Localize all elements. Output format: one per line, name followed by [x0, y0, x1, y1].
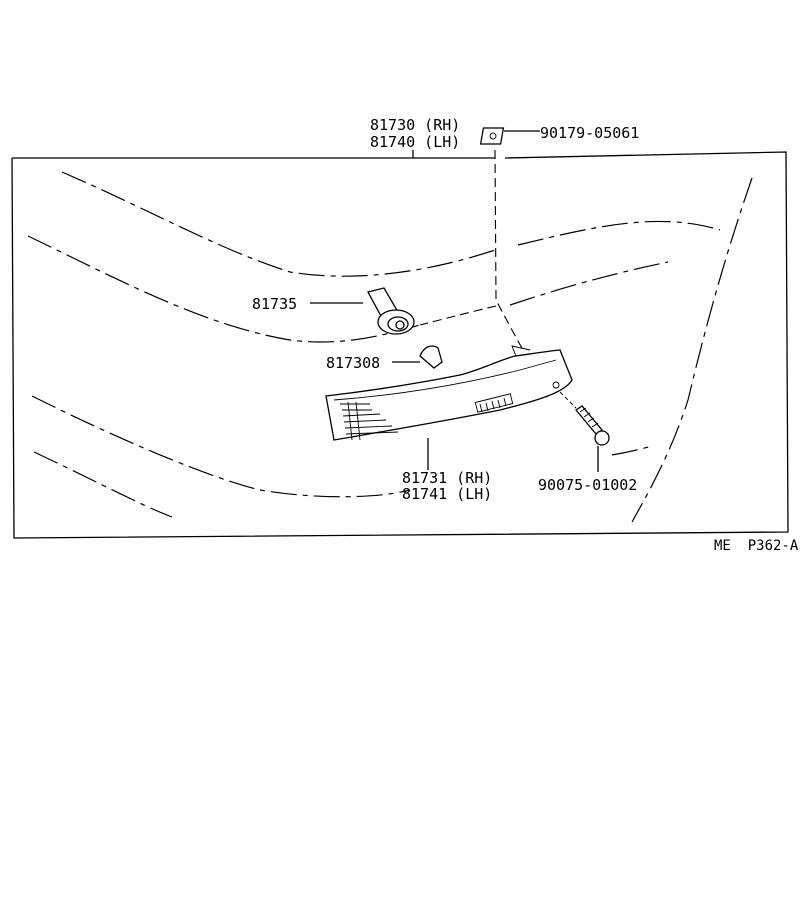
- label-81741-lh: 81741 (LH): [402, 485, 492, 503]
- bulb-socket-icon: [310, 287, 415, 335]
- wedge-bulb-icon: [392, 345, 443, 369]
- tapping-screw-icon: [559, 391, 610, 472]
- reference-code: ME P362-A: [714, 538, 799, 554]
- label-81740-lh: 81740 (LH): [370, 133, 460, 151]
- label-81730-rh: 81730 (RH): [370, 116, 460, 134]
- vehicle-body-outline: [27, 171, 753, 523]
- label-81731-rh: 81731 (RH): [402, 469, 492, 487]
- label-90075-01002: 90075-01002: [538, 476, 637, 494]
- label-81735: 81735: [252, 295, 297, 313]
- label-817308: 817308: [326, 354, 380, 372]
- clip-nut-icon: [479, 127, 540, 145]
- diagram-frame-right: [11, 151, 789, 539]
- assembly-guide-lines: [419, 149, 525, 353]
- lens-housing-icon: [325, 345, 573, 470]
- label-90179-05061: 90179-05061: [540, 124, 639, 142]
